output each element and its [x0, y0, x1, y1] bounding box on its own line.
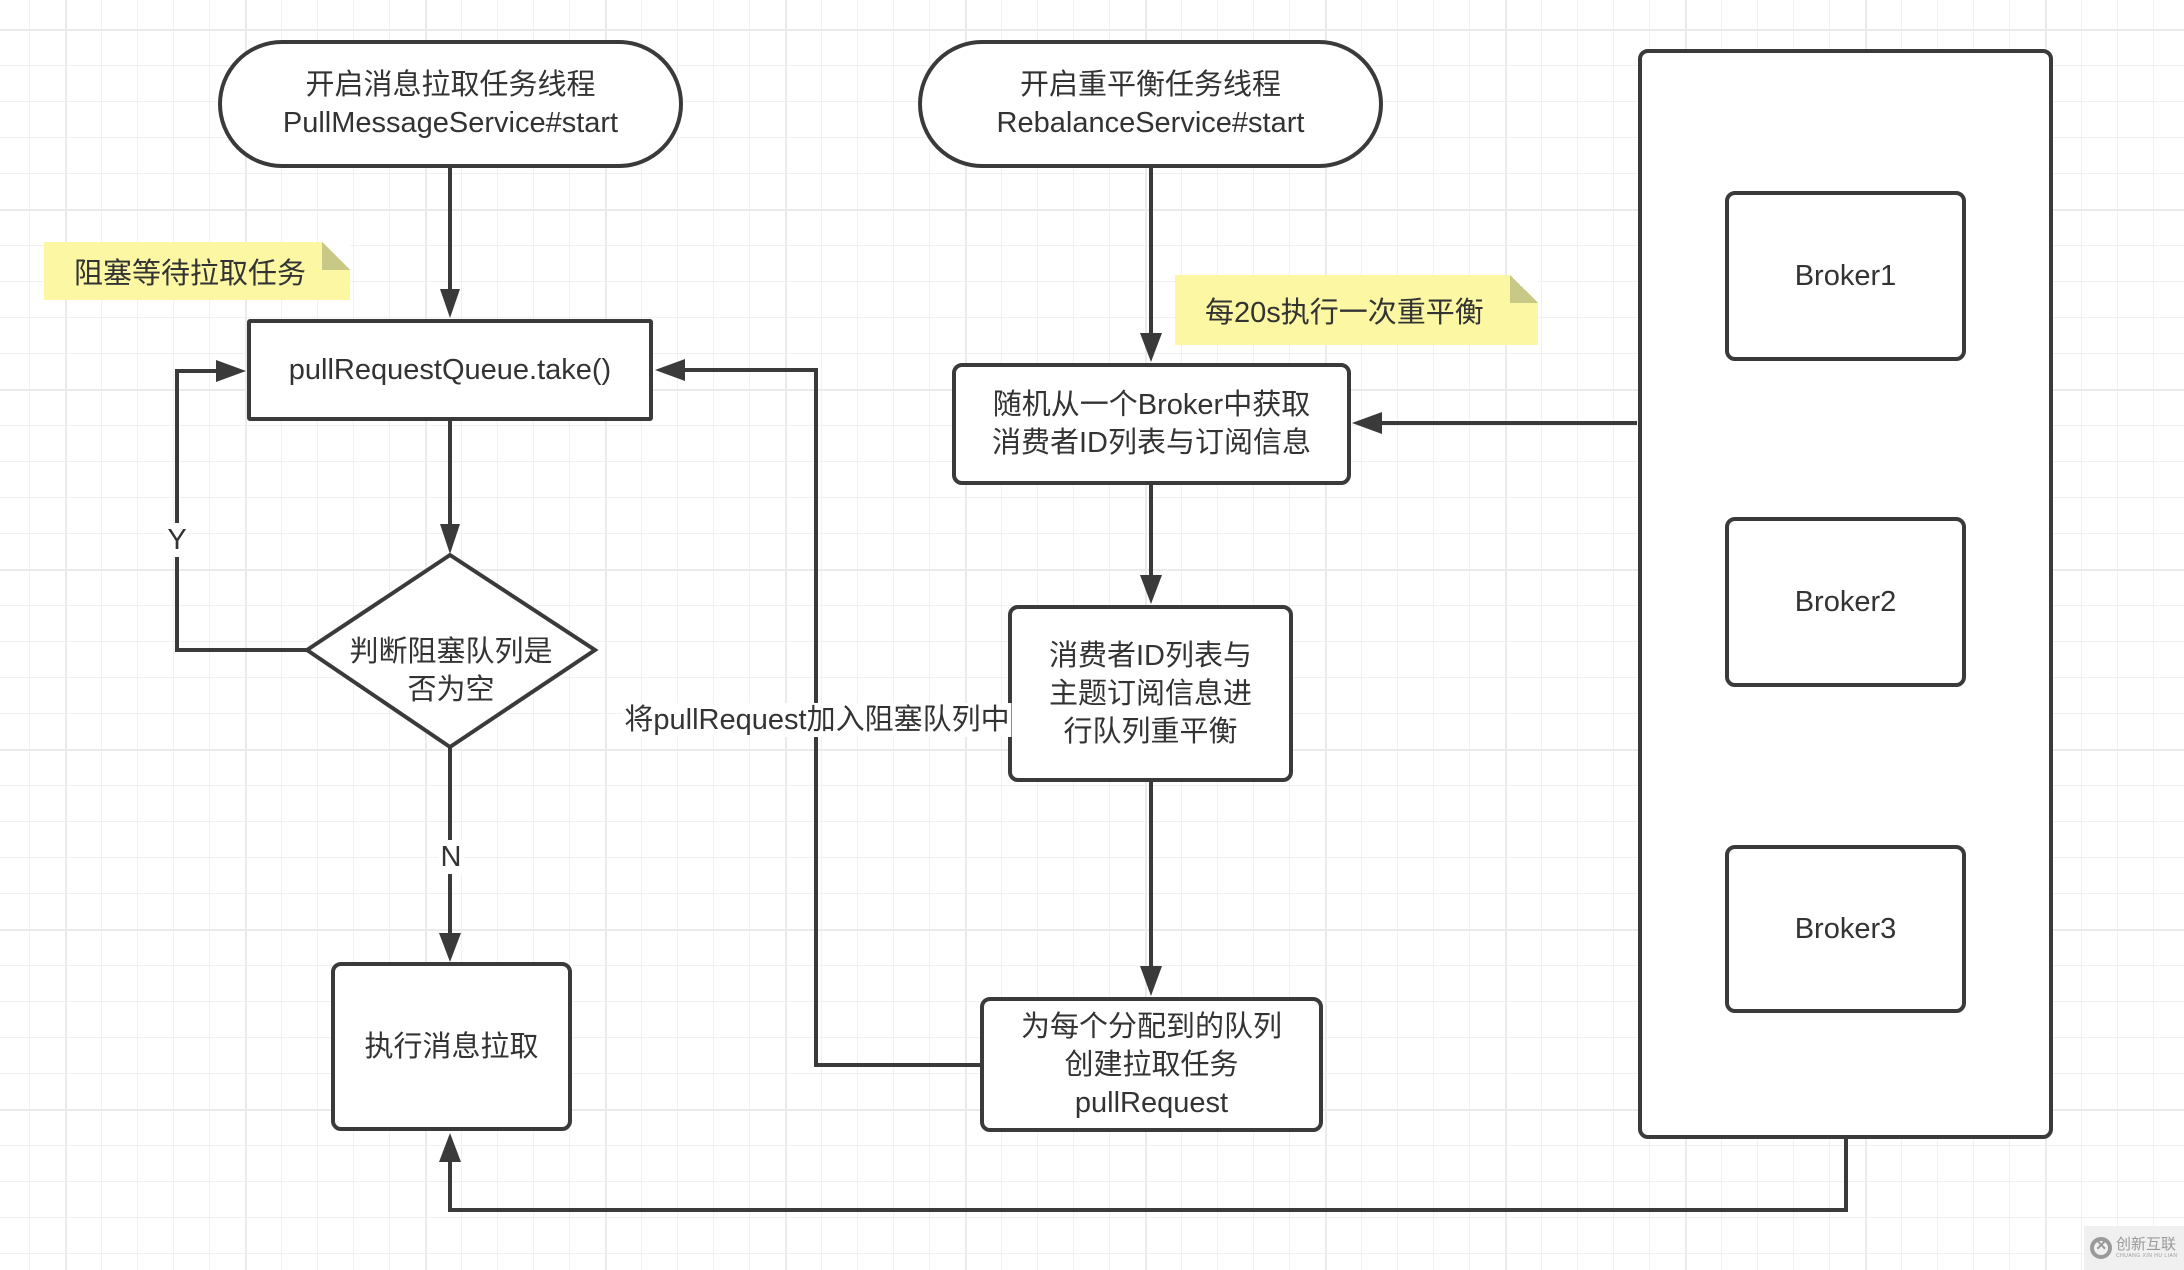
edge-label-yes: Y	[165, 523, 189, 557]
note-block-wait-text: 阻塞等待拉取任务	[74, 258, 307, 290]
node-broker-2[interactable]: Broker2	[1725, 517, 1966, 687]
node-label: Broker3	[1794, 913, 1897, 945]
node-label: 执行消息拉取	[364, 1030, 539, 1063]
edge-decision-yes-loop	[175, 369, 307, 652]
node-label: 随机从一个Broker中获取 消费者ID列表与订阅信息	[991, 389, 1311, 459]
node-broker-1[interactable]: Broker1	[1725, 191, 1966, 361]
note-every-20s: 每20s执行一次重平衡	[1175, 275, 1538, 345]
node-label: 开启重平衡任务线程 RebalanceService#start	[996, 69, 1305, 139]
watermark-text: 创新互联	[2116, 1236, 2177, 1253]
arrowhead	[1140, 333, 1162, 362]
node-rebalance-queues[interactable]: 消费者ID列表与 主题订阅信息进 行队列重平衡	[1008, 605, 1293, 782]
node-label: 为每个分配到的队列 创建拉取任务 pullRequest	[1020, 1010, 1282, 1119]
arrowhead	[1140, 575, 1162, 604]
node-label: 消费者ID列表与 主题订阅信息进 行队列重平衡	[1048, 639, 1252, 748]
arrowhead	[439, 1133, 461, 1162]
watermark-logo-icon	[2090, 1235, 2112, 1259]
arrowhead	[1140, 966, 1162, 996]
node-label: Broker2	[1794, 586, 1897, 618]
node-queue-take[interactable]: pullRequestQueue.take()	[247, 319, 653, 421]
node-start-rebalance-service[interactable]: 开启重平衡任务线程 RebalanceService#start	[918, 40, 1383, 168]
decision-queue-empty[interactable]: 判断阻塞队列是 否为空	[349, 595, 552, 709]
node-label: 判断阻塞队列是 否为空	[349, 636, 553, 706]
edge-broker-to-execute	[448, 1138, 1848, 1212]
node-label: 开启消息拉取任务线程 PullMessageService#start	[282, 69, 619, 139]
edge-label-no: N	[438, 840, 464, 874]
node-fetch-consumer-ids[interactable]: 随机从一个Broker中获取 消费者ID列表与订阅信息	[952, 363, 1351, 485]
node-execute-pull[interactable]: 执行消息拉取	[331, 962, 572, 1131]
node-label: pullRequestQueue.take()	[288, 354, 612, 386]
decision-diamond-shape	[303, 552, 599, 750]
watermark: 创新互联 CHUANG XIN HU LIAN	[2084, 1226, 2184, 1270]
node-create-pull-request[interactable]: 为每个分配到的队列 创建拉取任务 pullRequest	[980, 997, 1323, 1132]
node-label: Broker1	[1794, 260, 1897, 292]
arrowhead	[440, 289, 460, 318]
node-broker-3[interactable]: Broker3	[1725, 845, 1966, 1013]
note-fold-corner	[322, 242, 350, 270]
arrowhead	[1352, 412, 1382, 434]
note-fold-corner	[1510, 275, 1538, 303]
arrowhead	[216, 360, 246, 382]
note-block-wait: 阻塞等待拉取任务	[44, 242, 350, 300]
arrowhead	[439, 933, 461, 962]
arrowhead	[440, 524, 460, 554]
note-every-20s-text: 每20s执行一次重平衡	[1205, 297, 1484, 329]
edge-label-enqueue: 将pullRequest加入阻塞队列中	[622, 703, 1012, 737]
arrowhead	[655, 359, 685, 381]
watermark-subtext: CHUANG XIN HU LIAN	[2116, 1253, 2178, 1259]
node-start-pull-message-service[interactable]: 开启消息拉取任务线程 PullMessageService#start	[218, 40, 683, 168]
